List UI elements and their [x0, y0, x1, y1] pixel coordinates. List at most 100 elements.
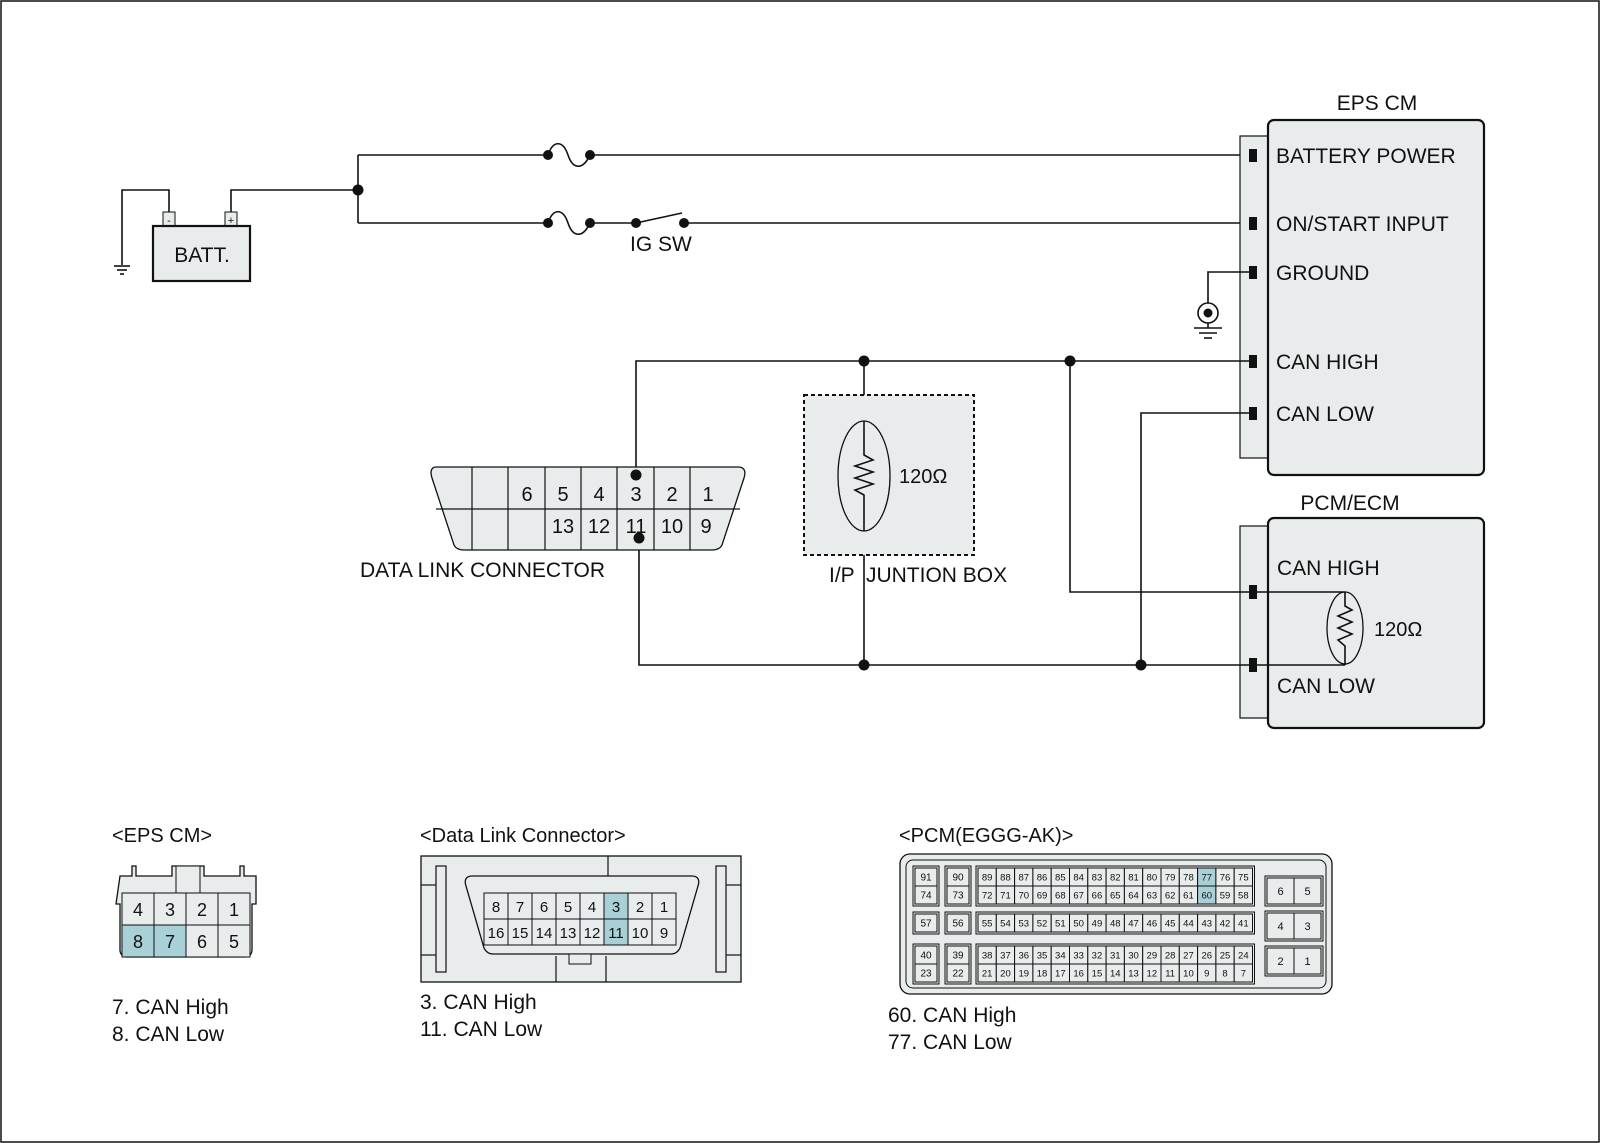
pcm-pin-label: 7: [1241, 968, 1246, 979]
power-circuit: IG SW: [352, 142, 1250, 256]
pcm-pin-label: 14: [1110, 968, 1121, 979]
pcm-pin-label: 59: [1220, 890, 1231, 901]
ig-switch-icon: [635, 212, 683, 224]
pcm-pin-block: [944, 911, 972, 935]
pcm-pin-label: 82: [1110, 872, 1121, 883]
pcm-pin-label: 26: [1201, 950, 1212, 961]
pcm-pin-label: 27: [1183, 950, 1194, 961]
pcm-pin-label: 51: [1055, 918, 1066, 929]
junction-resistor-value: 120Ω: [899, 466, 947, 488]
pcm-pin-block: [944, 865, 972, 907]
pcm-pin-label: 5: [1304, 886, 1310, 898]
pcm-pin-label: 65: [1110, 890, 1121, 901]
pcm-pin-cell: [914, 963, 938, 983]
dlc-face-pin: 10: [632, 925, 649, 942]
pcm-pin-label: 69: [1037, 890, 1048, 901]
chassis-ground-icon: [1194, 302, 1222, 339]
pcm-pin-label: 87: [1018, 872, 1029, 883]
pcm-pin-label: 54: [1000, 918, 1011, 929]
pcm-pin-label: 17: [1055, 968, 1066, 979]
pcm-pin-label: 48: [1110, 918, 1121, 929]
eps-face-pin: 7: [165, 932, 175, 952]
pcm-pin-label: 18: [1037, 968, 1048, 979]
dlc-pin-3: 3: [630, 484, 641, 506]
dlc-pin-11: 11: [626, 516, 647, 538]
pcm-pin-label: 16: [1073, 968, 1084, 979]
pcm-pin-label: 8: [1222, 968, 1227, 979]
junction-box-body: [803, 394, 975, 556]
pcm-pin-block: [944, 943, 972, 985]
eps-face-pin: 6: [197, 932, 207, 952]
eps-pin-on-start-input: ON/START INPUT: [1276, 213, 1449, 236]
eps-cm-connector-view: <EPS CM> 4 3 2 1 8 7 6 5 7. CAN High 8. …: [112, 825, 257, 1046]
pcm-pin-label: 29: [1147, 950, 1158, 961]
pcm-pin-label: 30: [1128, 950, 1139, 961]
pcm-pin-block: [1264, 910, 1324, 942]
battery: - + BATT.: [114, 189, 358, 283]
dlc-face-pin: 16: [488, 925, 505, 942]
dlc-pin-2: 2: [666, 484, 677, 506]
battery-minus-sign: -: [167, 215, 171, 227]
junction-box-label: I/P JUNTION BOX: [829, 564, 1007, 587]
pcm-can-high-label: CAN HIGH: [1277, 557, 1380, 580]
eps-pin-battery-power: BATTERY POWER: [1276, 145, 1456, 168]
pcm-ecm-title: PCM/ECM: [1300, 492, 1399, 515]
pcm-pin-label: 47: [1128, 918, 1139, 929]
eps-note-can-high: 7. CAN High: [112, 996, 229, 1019]
pcm-pin-label: 62: [1165, 890, 1176, 901]
pcm-can-low-label: CAN LOW: [1277, 675, 1375, 698]
pcm-pin-label: 78: [1183, 872, 1194, 883]
pcm-pin-label: 84: [1073, 872, 1084, 883]
pcm-pin-label: 13: [1128, 968, 1139, 979]
dlc-face-pin: 7: [516, 899, 524, 916]
pcm-pin-label: 21: [982, 968, 993, 979]
pcm-pin-label: 71: [1000, 890, 1011, 901]
pcm-pin-label: 53: [1018, 918, 1029, 929]
dlc-pin-10: 10: [661, 516, 683, 538]
pcm-connector-title: <PCM(EGGG-AK)>: [899, 825, 1073, 847]
pcm-pin-label: 74: [920, 891, 932, 902]
pcm-pin-label: 66: [1092, 890, 1103, 901]
pcm-pin-label: 1: [1304, 956, 1310, 968]
pcm-pin-label: 33: [1073, 950, 1084, 961]
pcm-pin-label: 85: [1055, 872, 1066, 883]
pcm-pin-label: 3: [1304, 921, 1310, 933]
pcm-pin-label: 88: [1000, 872, 1011, 883]
eps-pin-can-high: CAN HIGH: [1276, 351, 1379, 374]
pcm-note-can-high: 60. CAN High: [888, 1004, 1016, 1027]
battery-positive-wire: [230, 189, 358, 212]
pcm-pin-label: 76: [1220, 872, 1231, 883]
dlc-face-pin: 12: [584, 925, 601, 942]
fuse-icon: [547, 142, 591, 168]
pcm-pin-block: [1264, 945, 1324, 977]
pcm-pin-label: 43: [1201, 918, 1212, 929]
pcm-pin-label: 83: [1092, 872, 1103, 883]
dlc-pin-9: 9: [700, 516, 711, 538]
pcm-pin-label: 34: [1055, 950, 1066, 961]
dlc-face-pin: 11: [608, 925, 624, 942]
dlc-note-can-low: 11. CAN Low: [420, 1018, 543, 1041]
pcm-pin-label: 31: [1110, 950, 1121, 961]
pcm-pin-label: 42: [1220, 918, 1231, 929]
pcm-pin-label: 64: [1128, 890, 1139, 901]
pcm-pin-label: 91: [920, 873, 932, 884]
pcm-pin-label: 67: [1073, 890, 1084, 901]
pcm-pin-label: 49: [1092, 918, 1103, 929]
pcm-note-can-low: 77. CAN Low: [888, 1031, 1013, 1054]
eps-face-pin: 3: [165, 900, 175, 920]
dlc-face-pin: 3: [612, 899, 620, 916]
pcm-pin-label: 19: [1018, 968, 1029, 979]
pcm-pin-cell: [946, 963, 970, 983]
pcm-pin-cell: [1233, 913, 1253, 933]
fuse-icon: [547, 210, 591, 236]
dlc-pin-12: 12: [588, 516, 610, 538]
pcm-pin-label: 12: [1147, 968, 1158, 979]
dlc-face-pin: 8: [492, 899, 500, 916]
pcm-pin-label: 72: [982, 890, 993, 901]
battery-body: [151, 224, 252, 283]
dlc-pin-6: 6: [521, 484, 532, 506]
dlc-face-pin: 2: [636, 899, 644, 916]
eps-face-pin: 8: [133, 932, 143, 952]
